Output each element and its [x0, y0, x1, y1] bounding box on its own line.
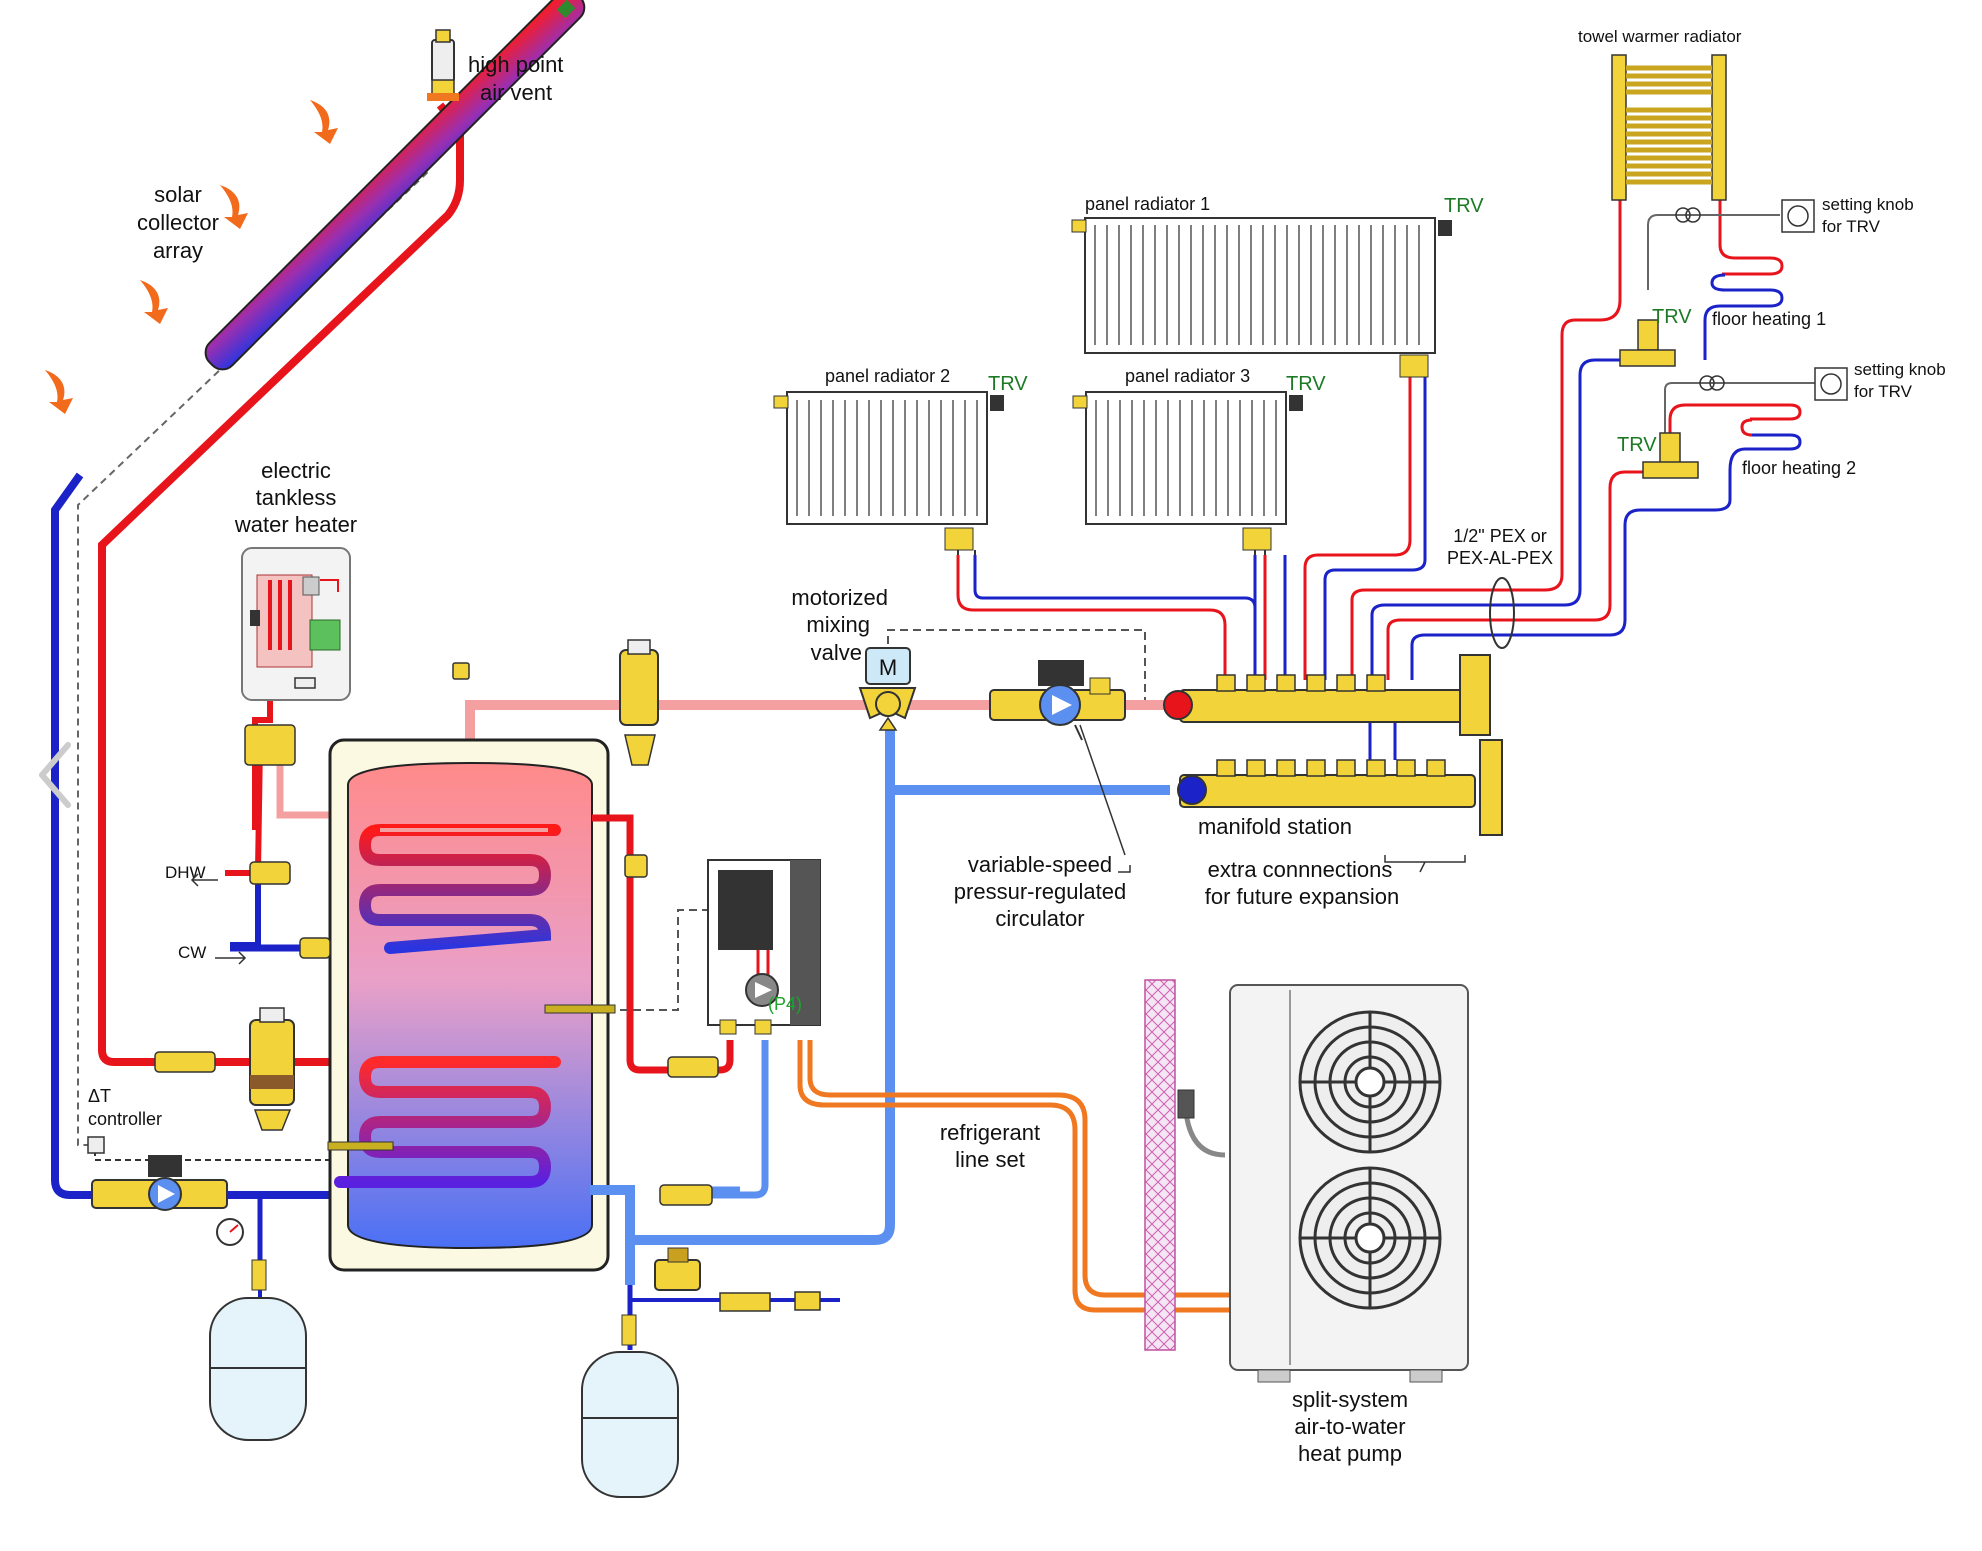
- lower-heat-exchanger-coil: [334, 1056, 561, 1188]
- pex-label-line2: PEX-AL-PEX: [1447, 548, 1553, 568]
- pex-label-line1: 1/2" PEX or: [1453, 526, 1546, 546]
- tankless-label-line2: tankless: [256, 485, 337, 510]
- p4-label: (P4): [768, 994, 802, 1014]
- panel-radiator-3: [1072, 391, 1303, 551]
- air-separator-upper: [619, 639, 659, 766]
- circulator-label-line1: variable-speed: [968, 852, 1112, 877]
- delta-t-label-line2: controller: [88, 1109, 162, 1129]
- panel-radiator-1: [1071, 217, 1452, 378]
- mixing-valve-label-line2: mixing: [806, 612, 870, 637]
- pex-bundle-marker: [1489, 577, 1515, 649]
- solar-collector-array: [204, 0, 586, 371]
- trv-wire-2: [1664, 382, 1815, 435]
- tankless-label-line3: water heater: [234, 512, 357, 537]
- air-to-water-heat-pump: [1229, 984, 1469, 1383]
- solar-collector-label-line2: collector: [137, 210, 219, 235]
- heat-pump-label-line3: heat pump: [1298, 1441, 1402, 1466]
- cw-label: CW: [178, 943, 206, 962]
- fill-valve-assembly: [654, 1247, 821, 1312]
- delta-t-label-line1: ΔT: [88, 1086, 111, 1106]
- mixing-valve-label-line1: motorized: [791, 585, 888, 610]
- floor-trv-2: [1642, 432, 1699, 479]
- heat-pump-supply-pipe: [595, 814, 700, 1074]
- system-return-pipe: [625, 730, 895, 1285]
- circulator-label-line2: pressur-regulated: [954, 879, 1126, 904]
- high-point-air-vent: [427, 29, 459, 101]
- extra-connections-label-line1: extra connnections: [1208, 857, 1393, 882]
- towel-warmer-radiator: [1611, 54, 1727, 201]
- floor-trv-1: [1619, 319, 1676, 367]
- setting-knob-1: [1781, 199, 1815, 233]
- refrigerant-line-set: [797, 1040, 1230, 1313]
- previous-arrow-icon[interactable]: [39, 742, 71, 808]
- trv-label-radiator-3: TRV: [1286, 373, 1326, 395]
- high-point-air-vent-label-line2: air vent: [480, 80, 552, 105]
- delta-t-controller-box: [87, 1136, 105, 1154]
- variable-speed-circulator: [989, 660, 1126, 726]
- manifold-station-label: manifold station: [1198, 814, 1352, 839]
- floor-heating-2-label: floor heating 2: [1742, 458, 1856, 478]
- mixing-valve-m-label: M: [879, 655, 897, 680]
- towel-warmer-label: towel warmer radiator: [1578, 27, 1742, 46]
- panel-radiator-3-label: panel radiator 3: [1125, 366, 1250, 386]
- isolation-valves: [154, 662, 719, 1206]
- air-separator-lower: [249, 1007, 295, 1131]
- panel-radiator-2: [773, 391, 1004, 551]
- heat-pump-return-pipe: [690, 1040, 769, 1199]
- solar-collector-label-line1: solar: [154, 182, 202, 207]
- expansion-tank-solar: [209, 1259, 307, 1441]
- solar-circulator-station: [91, 1155, 228, 1211]
- trv-label-radiator-2: TRV: [988, 373, 1028, 395]
- tankless-label-line1: electric: [261, 458, 331, 483]
- wall-insulation: [1144, 979, 1195, 1351]
- dhw-label: DHW: [165, 863, 206, 882]
- manifold-station: [1163, 654, 1503, 836]
- panel-radiator-2-label: panel radiator 2: [825, 366, 950, 386]
- setting-knob-1-label-line2: for TRV: [1822, 217, 1881, 236]
- setting-knob-2-label-line1: setting knob: [1854, 360, 1946, 379]
- panel-radiator-1-label: panel radiator 1: [1085, 194, 1210, 214]
- refrigerant-label-line2: line set: [955, 1147, 1025, 1172]
- future-expansion-bracket: [1384, 855, 1466, 873]
- circulator-label-line3: circulator: [995, 906, 1084, 931]
- solar-supply-pipe: [98, 102, 555, 1066]
- trv-label-floor-1: TRV: [1652, 306, 1692, 328]
- heat-pump-label-line2: air-to-water: [1294, 1414, 1405, 1439]
- upper-heat-exchanger-coil: [358, 824, 561, 954]
- motorized-mixing-valve: [858, 647, 917, 731]
- solar-collector-label-line3: array: [153, 238, 203, 263]
- floor-heating-1-label: floor heating 1: [1712, 309, 1826, 329]
- setting-knob-1-label-line1: setting knob: [1822, 195, 1914, 214]
- trv-wire-1: [1647, 214, 1780, 290]
- refrigerant-label-line1: refrigerant: [940, 1120, 1040, 1145]
- setting-knob-2: [1814, 367, 1848, 401]
- high-point-air-vent-label-line1: high point: [468, 52, 563, 77]
- hydronic-module: [707, 859, 821, 1035]
- heat-pump-label-line1: split-system: [1292, 1387, 1408, 1412]
- expansion-tank-heating: [581, 1314, 679, 1498]
- floor-heating-1-loop: [1703, 195, 1784, 360]
- trv-label-floor-2: TRV: [1617, 434, 1657, 456]
- floor-heating-2-loop: [1668, 403, 1802, 471]
- distribution-piping: [956, 195, 1732, 760]
- setting-knob-2-label-line2: for TRV: [1854, 382, 1913, 401]
- mixing-valve-label-line3: valve: [811, 640, 862, 665]
- trv-label-radiator-1: TRV: [1444, 195, 1484, 217]
- electric-tankless-water-heater: [241, 547, 351, 701]
- extra-connections-label-line2: for future expansion: [1205, 884, 1399, 909]
